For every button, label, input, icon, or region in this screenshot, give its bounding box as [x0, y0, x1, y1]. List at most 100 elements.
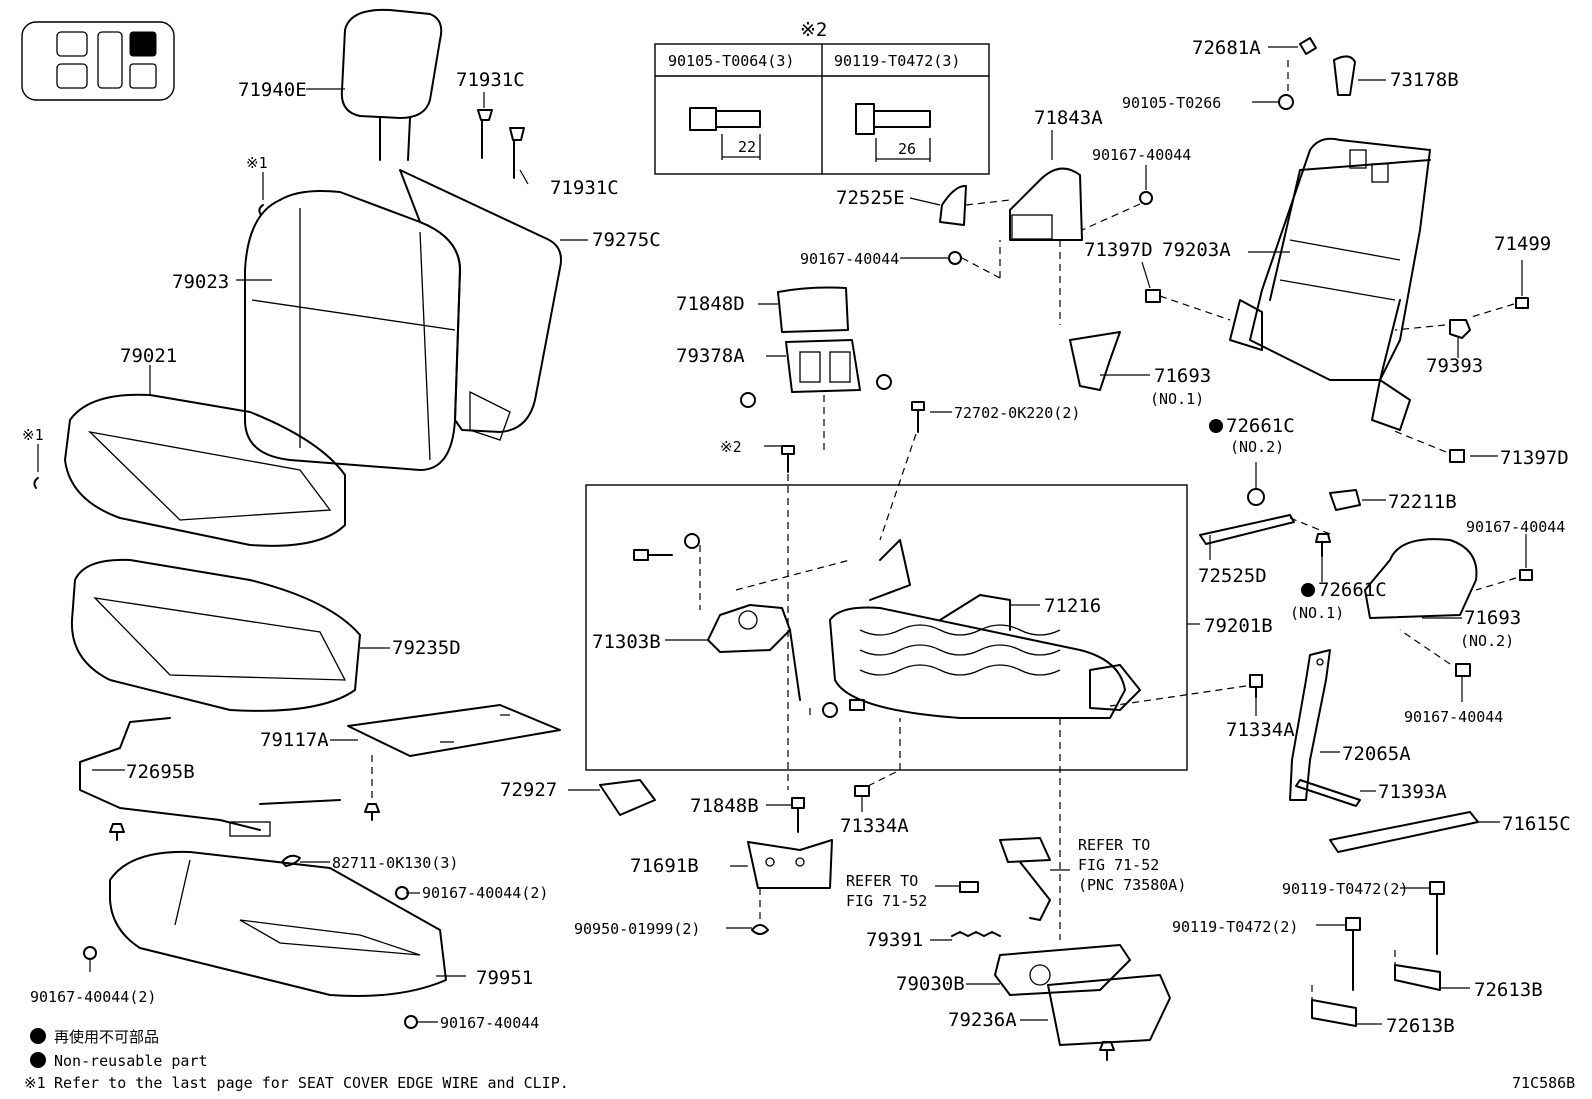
refer-notes: REFER TO FIG 71-52 REFER TO FIG 71-52 (P…	[846, 836, 1186, 910]
label-71848B: 71848B	[690, 795, 759, 817]
seat-track-cover	[994, 944, 1131, 996]
label-71940E: 71940E	[238, 79, 307, 101]
recliner-lock	[707, 604, 801, 701]
label-71499: 71499	[1494, 233, 1551, 255]
label-72661C-1-no: (NO.1)	[1290, 604, 1344, 622]
label-90167-2b: 90167-40044(2)	[30, 988, 156, 1006]
outer-shield	[1047, 974, 1171, 1046]
label-71397D-b: 71397D	[1500, 447, 1569, 469]
refer-left-line1: REFER TO	[846, 872, 918, 890]
seatback-board	[399, 169, 562, 441]
refer-right-line2: FIG 71-52	[1078, 856, 1159, 874]
lever-bracket-cover	[785, 339, 861, 393]
legend: 再使用不可部品 Non-reusable part ※1 Refer to th…	[24, 1028, 569, 1092]
label-71334A-b: 71334A	[1226, 719, 1295, 741]
non-reusable-dot-72661C-2	[1209, 419, 1223, 433]
label-79236A: 79236A	[948, 1009, 1017, 1031]
label-90119-b: 90119-T0472(2)	[1172, 918, 1298, 936]
label-72525D: 72525D	[1198, 565, 1267, 587]
label-79275C: 79275C	[592, 229, 661, 251]
label-71693-1: 71693	[1154, 365, 1211, 387]
label-79117A: 79117A	[260, 729, 329, 751]
wire-harness	[79, 717, 341, 837]
diagram-code: 71C586B	[1512, 1074, 1575, 1092]
legend-non-reusable-ja: 再使用不可部品	[54, 1028, 159, 1046]
label-90167-m: 90167-40044	[800, 250, 899, 268]
label-79203A: 79203A	[1162, 239, 1231, 261]
bolt-table-mark: ※2	[800, 19, 827, 41]
refer-right-line3: (PNC 73580A)	[1078, 876, 1186, 894]
label-72695B: 72695B	[126, 761, 195, 783]
label-71615C: 71615C	[1502, 813, 1571, 835]
label-71843A: 71843A	[1034, 107, 1103, 129]
bolt-table-col2-part: 90119-T0472(3)	[834, 52, 960, 70]
label-90167-2a: 90167-40044(2)	[422, 884, 548, 902]
label-72681A: 72681A	[1192, 37, 1261, 59]
seat-cushion-frame	[109, 850, 447, 997]
label-79378A: 79378A	[676, 345, 745, 367]
label-72927: 72927	[500, 779, 557, 801]
recliner-cover-inner	[1009, 167, 1083, 241]
label-90167-r: 90167-40044	[1466, 518, 1565, 536]
label-72613B-b: 72613B	[1386, 1015, 1455, 1037]
label-79393: 79393	[1426, 355, 1483, 377]
legend-non-reusable-en: Non-reusable part	[54, 1052, 208, 1070]
note-mark-1a: ※1	[246, 154, 268, 172]
bolt-length-table: ※2 90105-T0064(3) 90119-T0472(3) 22 26	[654, 19, 990, 175]
label-71693-2: 71693	[1464, 607, 1521, 629]
label-72661C-2-no: (NO.2)	[1230, 438, 1284, 456]
bolt-table-col1-length: 22	[738, 138, 756, 156]
headrest-guide	[477, 109, 525, 179]
pad-sheet	[347, 704, 561, 757]
legend-dot-en	[30, 1052, 46, 1068]
label-71334A-a: 71334A	[840, 815, 909, 837]
label-79201B: 79201B	[1204, 615, 1273, 637]
label-71393A: 71393A	[1378, 781, 1447, 803]
legend-dot-ja	[30, 1028, 46, 1044]
label-79021: 79021	[120, 345, 177, 367]
legend-note1-mark: ※1	[24, 1074, 46, 1092]
label-90167-bl: 90167-40044	[440, 1014, 539, 1032]
headrest	[340, 8, 443, 161]
label-79235D: 79235D	[392, 637, 461, 659]
seat-cushion-pad	[70, 558, 361, 712]
part-labels: 71940E 71931C 71931C ※1 ※1 79275C 79023 …	[22, 37, 1571, 1037]
label-73178B: 73178B	[1390, 69, 1459, 91]
label-79030B: 79030B	[896, 973, 965, 995]
label-72702: 72702-0K220(2)	[954, 404, 1080, 422]
seat-cushion-cover	[64, 393, 346, 547]
label-72525E: 72525E	[836, 187, 905, 209]
link-bracket	[747, 839, 833, 889]
non-reusable-dot-72661C-1	[1301, 583, 1315, 597]
label-71397D-a: 71397D	[1084, 239, 1153, 261]
label-79951: 79951	[476, 967, 533, 989]
legend-note1-text: Refer to the last page for SEAT COVER ED…	[54, 1074, 569, 1092]
bolt-table-col1-part: 90105-T0064(3)	[668, 52, 794, 70]
label-79391: 79391	[866, 929, 923, 951]
seat-adjuster-group-box	[585, 484, 1188, 771]
seatback-cover	[244, 190, 461, 471]
label-90167-r2: 90167-40044	[1404, 708, 1503, 726]
label-71216: 71216	[1044, 595, 1101, 617]
label-72211B: 72211B	[1388, 491, 1457, 513]
label-71931C-b: 71931C	[550, 177, 619, 199]
seat-position-icon	[21, 21, 175, 101]
recliner-cover-outer	[1364, 538, 1478, 619]
label-72661C-1: 72661C	[1318, 579, 1387, 601]
note-mark-2: ※2	[720, 438, 742, 456]
lever-cover	[777, 286, 849, 333]
label-71303B: 71303B	[592, 631, 661, 653]
label-71693-1-no: (NO.1)	[1150, 390, 1204, 408]
cushion-frame	[829, 539, 1141, 719]
seat-belt-strap	[1289, 649, 1331, 801]
label-82711: 82711-0K130(3)	[332, 854, 458, 872]
label-90167-t: 90167-40044	[1092, 146, 1191, 164]
label-71693-2-no: (NO.2)	[1460, 632, 1514, 650]
label-72613B-a: 72613B	[1474, 979, 1543, 1001]
refer-right-line1: REFER TO	[1078, 836, 1150, 854]
refer-left-line2: FIG 71-52	[846, 892, 927, 910]
label-71848D: 71848D	[676, 293, 745, 315]
label-71931C-a: 71931C	[456, 69, 525, 91]
label-72065A: 72065A	[1342, 743, 1411, 765]
